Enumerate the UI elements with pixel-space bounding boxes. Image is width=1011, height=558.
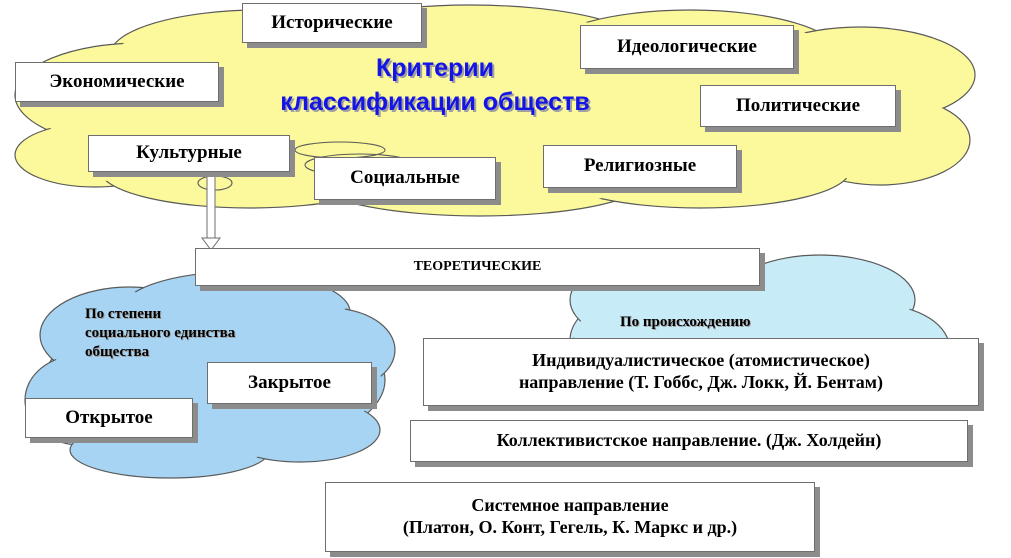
title-line-1: Критерии xyxy=(375,54,495,82)
criterion-economic: Экономические xyxy=(15,62,219,102)
title-line-2: классификации обществ xyxy=(280,87,590,116)
theoretical-box: ТЕОРЕТИЧЕСКИЕ xyxy=(195,248,760,286)
closed-society-box: Закрытое xyxy=(207,362,372,404)
criterion-social: Социальные xyxy=(314,157,496,200)
criterion-ideological: Идеологические xyxy=(580,25,794,69)
criterion-religious: Религиозные xyxy=(543,145,737,188)
criterion-cultural: Культурные xyxy=(88,135,290,172)
open-society-box: Открытое xyxy=(25,398,193,438)
collectivist-box: Коллективистское направление. (Дж. Холде… xyxy=(410,420,968,462)
unity-label: По степени социального единства общества xyxy=(85,306,236,360)
criterion-historical: Исторические xyxy=(242,3,422,43)
connector-arrow xyxy=(201,175,221,251)
criterion-political: Политические xyxy=(700,85,896,127)
origin-label: По происхождению xyxy=(620,314,751,330)
systemic-box: Системное направление (Платон, О. Конт, … xyxy=(325,482,815,552)
individualistic-box: Индивидуалистическое (атомистическое) на… xyxy=(423,338,979,406)
diagram-title: Критерии классификации обществ xyxy=(225,52,645,120)
